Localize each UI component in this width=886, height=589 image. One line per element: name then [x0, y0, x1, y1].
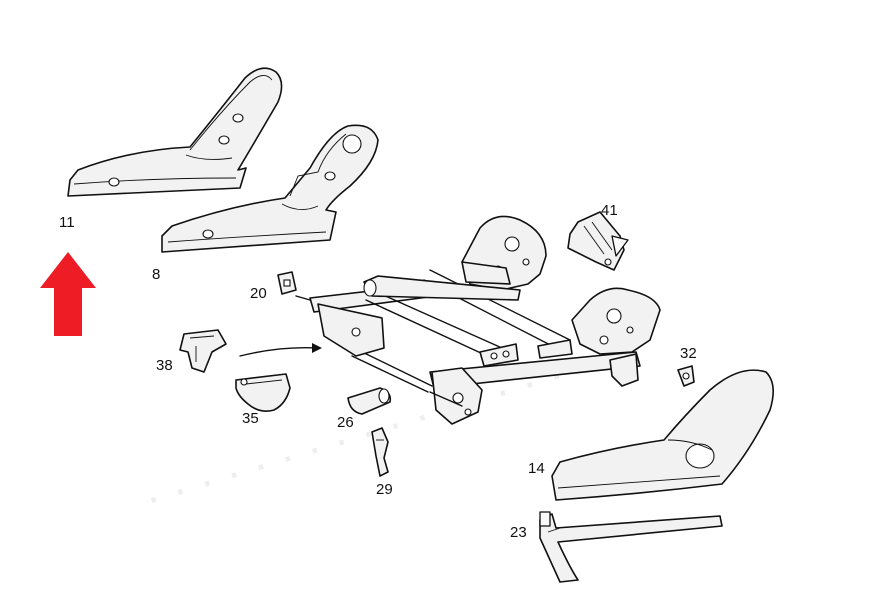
- part-29-lever[interactable]: [371, 427, 389, 477]
- part-11-side-cover[interactable]: [67, 67, 283, 197]
- part-35-cover[interactable]: [235, 373, 291, 412]
- part-26-sleeve[interactable]: [347, 387, 392, 415]
- part-23-trim[interactable]: [539, 511, 723, 583]
- part-38-bracket[interactable]: [179, 329, 227, 373]
- part-41-bracket[interactable]: [567, 211, 629, 271]
- label-part-11: 11: [59, 214, 75, 231]
- label-part-8: 8: [152, 266, 160, 283]
- assembly-arrow: [239, 343, 322, 357]
- part-14-side-cover[interactable]: [551, 369, 774, 501]
- part-8-side-cover[interactable]: [161, 124, 379, 253]
- label-part-14: 14: [528, 460, 545, 477]
- part-32-clip[interactable]: [677, 365, 695, 387]
- label-part-26: 26: [337, 414, 354, 431]
- highlight-arrow: [40, 252, 96, 336]
- label-part-38: 38: [156, 357, 173, 374]
- label-part-23: 23: [510, 524, 527, 541]
- label-part-35: 35: [242, 410, 259, 427]
- part-20-clip[interactable]: [277, 271, 297, 295]
- label-part-29: 29: [376, 481, 393, 498]
- label-part-41: 41: [601, 202, 618, 219]
- seat-frame-assembly[interactable]: [295, 215, 661, 425]
- label-part-20: 20: [250, 285, 267, 302]
- label-part-32: 32: [680, 345, 697, 362]
